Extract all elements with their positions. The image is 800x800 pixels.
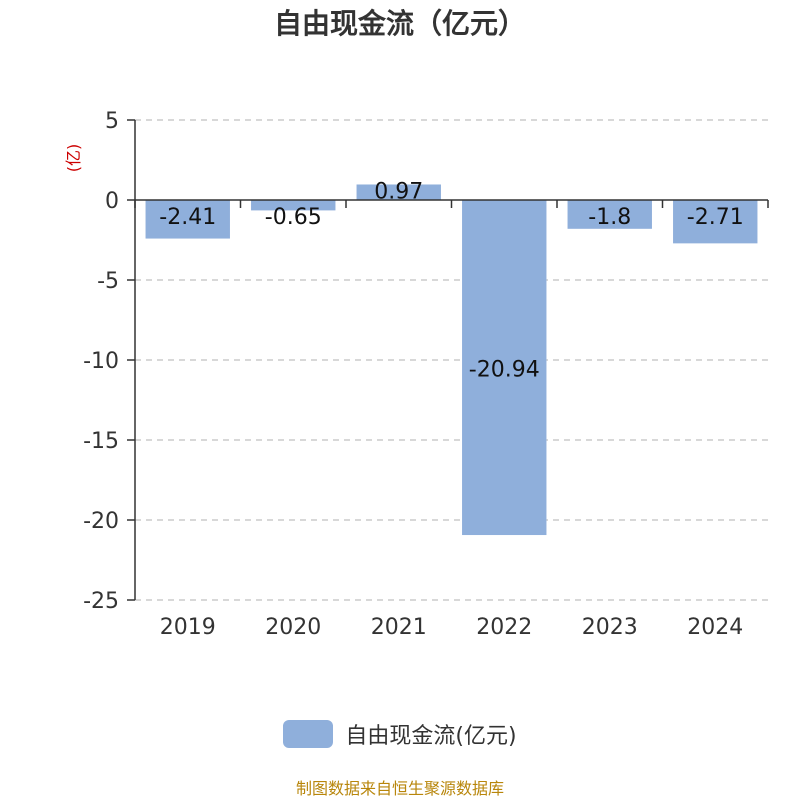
legend-label: 自由现金流(亿元) — [345, 724, 517, 749]
y-tick-label: -15 — [83, 429, 119, 454]
data-label: -1.8 — [588, 205, 631, 230]
x-tick-label: 2019 — [160, 615, 216, 640]
x-tick-label: 2021 — [371, 615, 427, 640]
bar — [251, 200, 336, 211]
data-label: 0.97 — [374, 179, 423, 204]
legend[interactable]: 自由现金流(亿元) — [0, 718, 800, 750]
y-axis-title: (亿) — [64, 144, 83, 173]
data-labels: -2.41 -0.65 0.97 -20.94 -1.8 -2.71 — [159, 179, 743, 382]
data-label: -0.65 — [265, 205, 322, 230]
bar — [462, 200, 547, 536]
data-label: -2.41 — [159, 205, 216, 230]
source-note: 制图数据来自恒生聚源数据库 — [295, 779, 504, 798]
data-label: -2.71 — [687, 205, 744, 230]
data-label: -20.94 — [469, 358, 540, 383]
legend-swatch — [283, 720, 334, 748]
bar — [356, 184, 441, 200]
x-tick-label: 2022 — [476, 615, 532, 640]
y-tick-label: 5 — [105, 109, 119, 134]
bar — [673, 200, 758, 244]
axes: 5 0 -5 -10 -15 -20 -25 2019 2020 2021 2022 2023 2024 — [83, 109, 769, 640]
y-tick-label: -25 — [83, 589, 119, 614]
bar — [567, 200, 652, 229]
y-tick-label: -10 — [83, 349, 119, 374]
y-tick-label: -20 — [83, 509, 119, 534]
x-tick-label: 2020 — [265, 615, 321, 640]
y-tick-label: 0 — [105, 189, 119, 214]
y-tick-label: -5 — [97, 269, 119, 294]
bars — [145, 184, 758, 536]
bar — [145, 200, 230, 239]
chart-title: 自由现金流（亿元） — [273, 7, 526, 40]
x-tick-label: 2023 — [582, 615, 638, 640]
grid-lines — [135, 119, 768, 601]
x-tick-label: 2024 — [687, 615, 743, 640]
